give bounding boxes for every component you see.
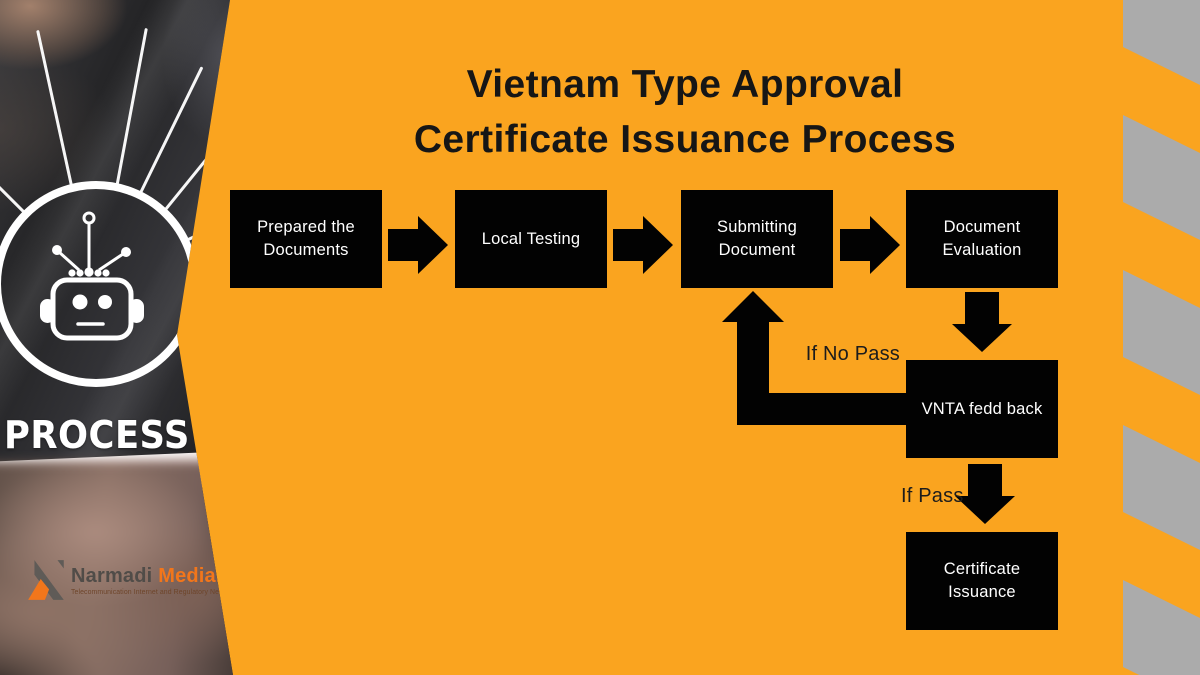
flow-arrow-right-icon <box>613 216 673 274</box>
arrow-head <box>952 324 1012 352</box>
flow-box-submitting-document: Submitting Document <box>681 190 833 288</box>
logo-name: Narmadi Media. <box>71 564 228 588</box>
page-title: Vietnam Type Approval Certificate Issuan… <box>235 57 1135 167</box>
robot-head-icon <box>40 211 144 341</box>
arrow-head <box>418 216 448 274</box>
arrow-head <box>955 496 1015 524</box>
narmadi-logo-icon <box>28 560 64 600</box>
flow-arrow-right-icon <box>840 216 900 274</box>
narmadi-media-logo: Narmadi Media. Telecommunication Interne… <box>28 558 228 602</box>
flow-arrow-right-icon <box>388 216 448 274</box>
left-photo-panel: PROCESS Narmadi Media. Telecommunication… <box>0 0 233 675</box>
flow-box-label: Local Testing <box>481 229 581 248</box>
arrow-shaft <box>388 229 418 261</box>
flow-arrow-down-icon <box>955 464 1015 524</box>
page-title-line1: Vietnam Type Approval <box>466 63 904 106</box>
page-title-line2: Certificate Issuance Process <box>413 118 957 161</box>
flow-box-label: VNTA fedd back <box>921 399 1043 418</box>
logo-name-primary: Narmadi <box>71 565 153 587</box>
logo-text: Narmadi Media. Telecommunication Interne… <box>71 558 228 596</box>
flow-box-prepared-documents: Prepared the Documents <box>230 190 382 288</box>
logo-name-secondary: Media. <box>158 565 222 587</box>
process-overlay-text: PROCESS <box>4 413 190 457</box>
arrow-head <box>643 216 673 274</box>
flow-arrow-down-icon <box>952 292 1012 352</box>
flow-box-label: Submitting Document <box>717 218 797 259</box>
feedback-arrow-up-head-icon <box>722 291 784 322</box>
flow-box-vnta-feedback: VNTA fedd back <box>906 360 1058 458</box>
flow-box-label: Document Evaluation <box>942 218 1022 259</box>
flow-box-label: Prepared the Documents <box>257 218 355 259</box>
flow-box-document-evaluation: Document Evaluation <box>906 190 1058 288</box>
arrow-shaft <box>965 292 999 324</box>
hazard-stripes-decoration <box>1123 0 1200 675</box>
label-if-pass: If Pass <box>901 485 964 507</box>
feedback-arrow-horizontal-bar <box>737 393 906 425</box>
flow-box-certificate-issuance: Certificate Issuance <box>906 532 1058 630</box>
robot-icon <box>0 28 233 387</box>
flow-box-label: Certificate Issuance <box>943 560 1021 601</box>
arrow-head <box>870 216 900 274</box>
arrow-shaft <box>968 464 1002 496</box>
arrow-shaft <box>840 229 870 261</box>
flow-box-local-testing: Local Testing <box>455 190 607 288</box>
label-if-no-pass: If No Pass <box>805 343 900 365</box>
circle-ring <box>0 181 199 387</box>
logo-tagline: Telecommunication Internet and Regulator… <box>71 589 228 596</box>
arrow-shaft <box>613 229 643 261</box>
